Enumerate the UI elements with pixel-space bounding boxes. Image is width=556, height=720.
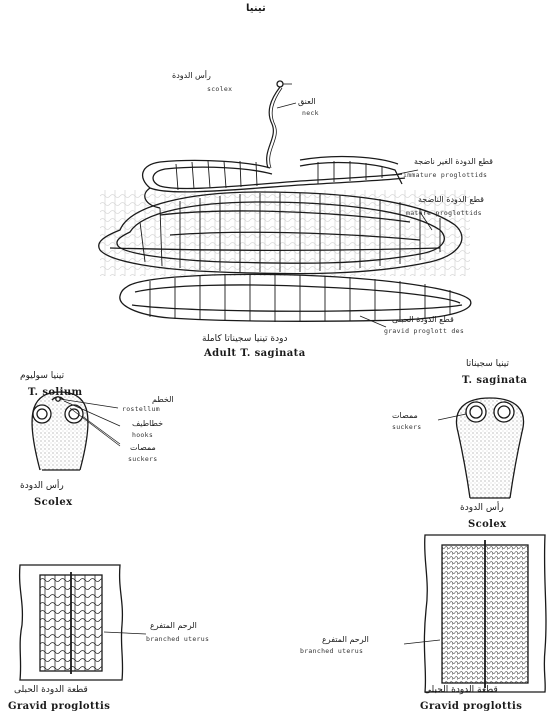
saginata-proglottid-ar: قطعة الدودة الحبلى <box>424 686 498 695</box>
saginata-title-ar: تينيا سجيناتا <box>466 360 509 369</box>
solium-hooks-en: hooks <box>132 432 153 439</box>
adult-scolex-label-en: scolex <box>207 86 232 93</box>
saginata-suckers-en: suckers <box>392 424 422 431</box>
saginata-suckers-ar: ممصات <box>392 412 418 420</box>
gravid-label-ar: قطع الدودة الحبلى <box>392 316 454 324</box>
mature-label-ar: قطع الدودة الناضجة <box>418 196 484 204</box>
solium-rostellum-ar: الخطم <box>152 396 174 404</box>
solium-suckers-ar: ممصات <box>130 444 156 452</box>
adult-scolex-head <box>277 81 283 87</box>
saginata-scolex-ar: رأس الدودة <box>460 504 504 513</box>
solium-uterus-ar: الرحم المتفرع <box>150 622 197 630</box>
saginata-proglottid-en: Gravid proglottis <box>420 702 522 712</box>
saginata-scolex-drawing <box>456 398 523 498</box>
adult-neck-label-en: neck <box>302 110 319 117</box>
solium-title-ar: تينيا سوليوم <box>20 372 64 381</box>
saginata-uterus-en: branched uterus <box>300 648 363 655</box>
solium-scolex-drawing <box>32 392 88 470</box>
immature-label-ar: قطع الدودة الغير ناضجة <box>414 158 493 166</box>
adult-caption-ar: دودة تينيا سجيناتا كاملة <box>202 335 287 344</box>
solium-uterus-en: branched uterus <box>146 636 209 643</box>
solium-proglottid-en: Gravid proglottis <box>8 702 110 712</box>
adult-scolex-label-ar: رأس الدودة <box>172 72 211 80</box>
solium-title-en: T. solium <box>28 388 82 398</box>
adult-neck-label-ar: العنق <box>298 98 316 106</box>
saginata-title-en: T. saginata <box>462 376 527 386</box>
solium-scolex-ar: رأس الدودة <box>20 482 64 491</box>
page-header: تينيا <box>246 4 266 14</box>
saginata-scolex-en: Scolex <box>468 520 507 530</box>
solium-proglottid-drawing <box>20 565 123 680</box>
gravid-label-en: gravid proglott des <box>384 328 464 335</box>
immature-label-en: immature proglottids <box>403 172 487 179</box>
solium-rostellum-en: rostellum <box>122 406 160 413</box>
saginata-uterus-ar: الرحم المتفرع <box>322 636 369 644</box>
solium-suckers-en: suckers <box>128 456 158 463</box>
adult-caption-en: Adult T. saginata <box>204 349 306 359</box>
solium-hooks-ar: خطاطيف <box>132 420 163 428</box>
mature-label-en: mature proglottids <box>406 210 482 217</box>
solium-proglottid-ar: قطعة الدودة الحبلى <box>14 686 88 695</box>
solium-scolex-en: Scolex <box>34 498 73 508</box>
saginata-proglottid-drawing <box>424 535 546 692</box>
